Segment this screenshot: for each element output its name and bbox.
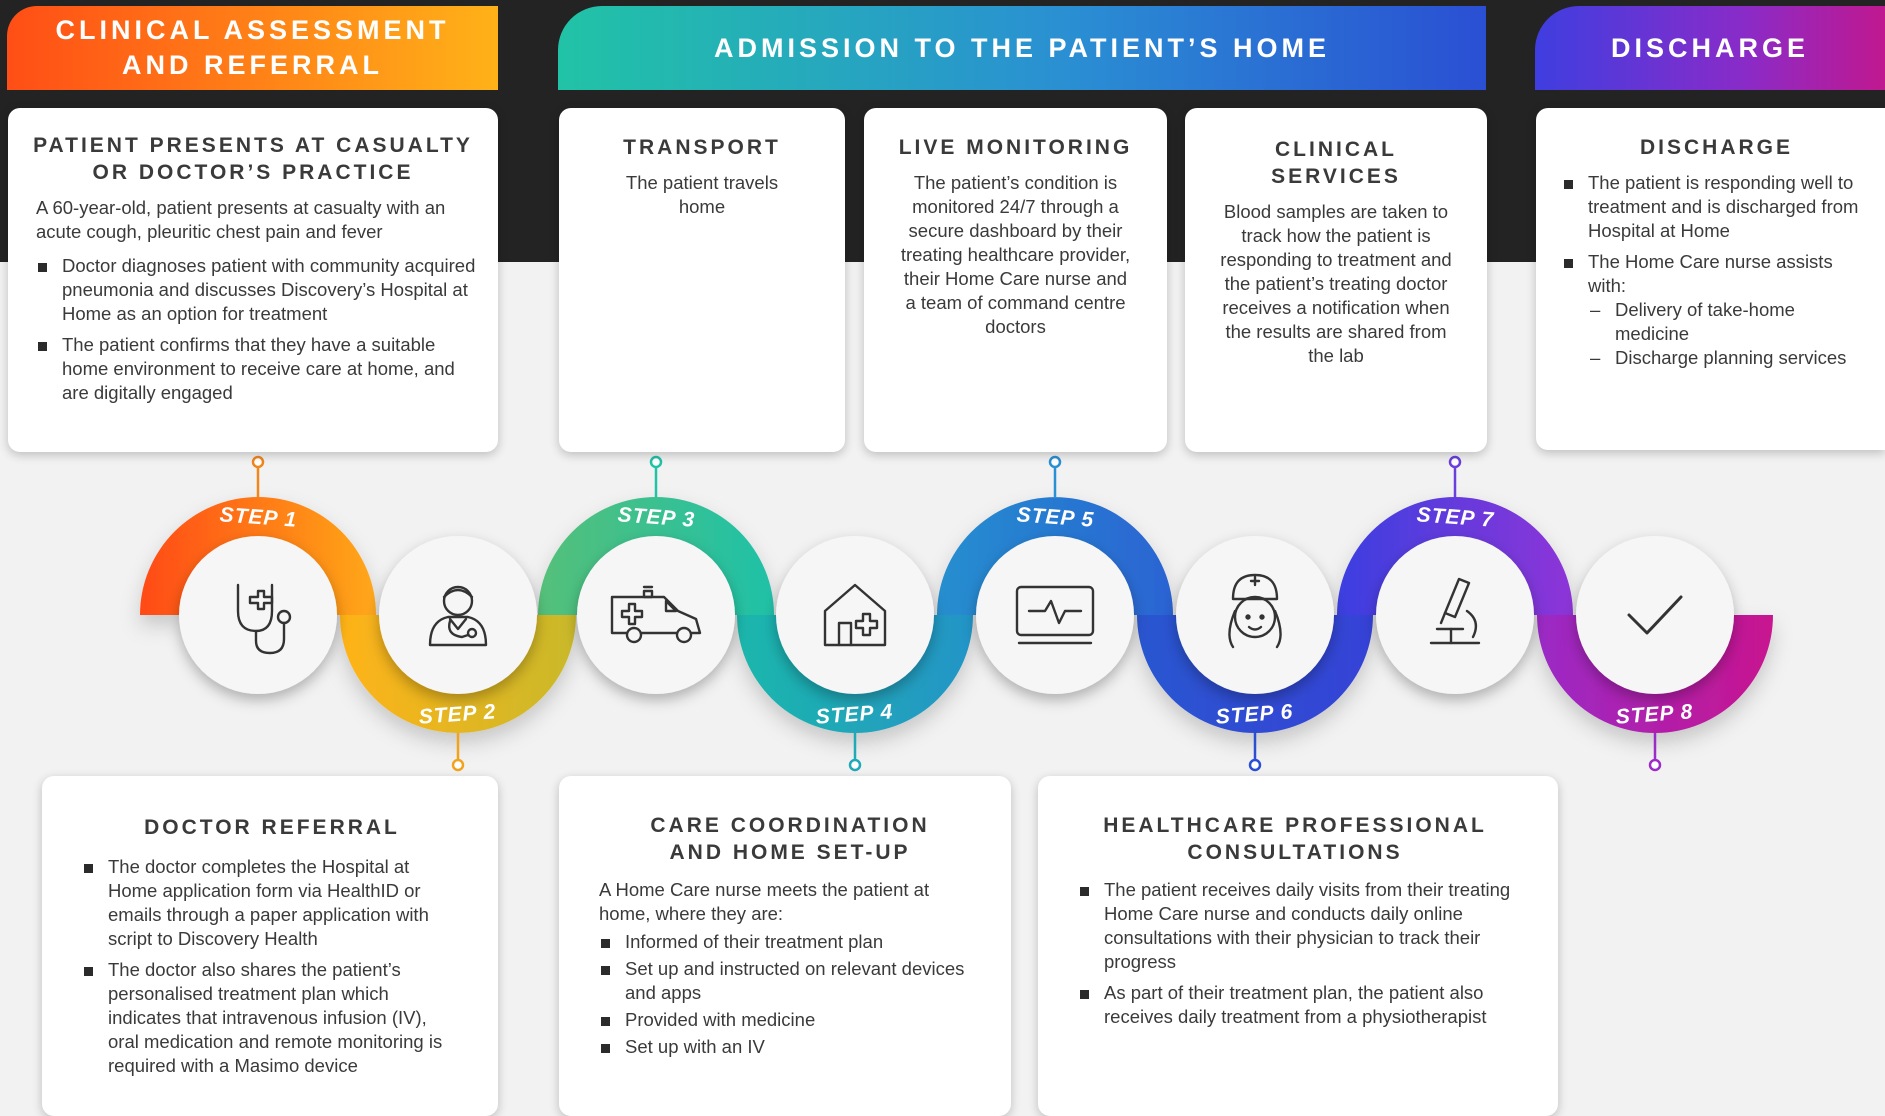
list-item: The patient is responding well to treatm… xyxy=(1562,171,1871,243)
card-text: The patient travels home xyxy=(625,172,779,217)
ambulance-icon xyxy=(577,536,735,694)
nurse-icon xyxy=(1176,536,1334,694)
monitor-icon xyxy=(976,536,1134,694)
list-item: The Home Care nurse assists with: Delive… xyxy=(1562,250,1871,370)
sub-list: Delivery of take-home medicine Discharge… xyxy=(1588,298,1871,370)
step-label: STEP 6 xyxy=(1215,700,1294,728)
step-label: STEP 3 xyxy=(617,503,696,531)
step-arc xyxy=(538,497,774,615)
home-care-icon xyxy=(776,536,934,694)
card-title: DOCTOR REFERRAL xyxy=(144,816,400,839)
card-care-coordination: CARE COORDINATION AND HOME SET-UP A Home… xyxy=(559,776,1011,1116)
list-item: Doctor diagnoses patient with community … xyxy=(36,254,476,326)
card-title: PATIENT PRESENTS AT CASUALTY OR DOCTOR’S… xyxy=(33,134,473,184)
connector-dot xyxy=(251,455,265,469)
step-arc xyxy=(1537,615,1773,733)
card-text: The patient’s condition is monitored 24/… xyxy=(900,172,1131,337)
doctor-icon xyxy=(379,536,537,694)
connector-dot xyxy=(1048,455,1062,469)
microscope-icon xyxy=(1376,536,1534,694)
step-arc xyxy=(937,497,1173,615)
checkmark-icon xyxy=(1576,536,1734,694)
card-title: CARE COORDINATION AND HOME SET-UP xyxy=(650,814,930,864)
card-intro: A 60-year-old, patient presents at casua… xyxy=(36,197,446,242)
step-label: STEP 5 xyxy=(1016,503,1095,531)
card-title: LIVE MONITORING xyxy=(898,136,1133,159)
card-intro: A Home Care nurse meets the patient at h… xyxy=(599,879,930,924)
card-text: Blood samples are taken to track how the… xyxy=(1220,201,1452,366)
step-arc xyxy=(1137,615,1373,733)
card-title: HEALTHCARE PROFESSIONAL CONSULTATIONS xyxy=(1103,814,1487,864)
clinical-assessment-title: CLINICAL ASSESSMENT AND REFERRAL xyxy=(55,15,450,80)
bullet-list: Doctor diagnoses patient with community … xyxy=(30,254,476,405)
bullet-list: The doctor completes the Hospital at Hom… xyxy=(82,855,462,1078)
list-item: Provided with medicine xyxy=(599,1008,981,1032)
connector-dot xyxy=(1248,758,1262,772)
card-title: TRANSPORT xyxy=(623,136,781,159)
clinical-assessment-header: CLINICAL ASSESSMENT AND REFERRAL xyxy=(7,6,498,90)
card-title: CLINICAL SERVICES xyxy=(1271,138,1401,188)
sub-list-item: Delivery of take-home medicine xyxy=(1588,298,1871,346)
card-patient-presents: PATIENT PRESENTS AT CASUALTY OR DOCTOR’S… xyxy=(8,108,498,452)
list-item: Set up and instructed on relevant device… xyxy=(599,957,981,1005)
stethoscope-icon xyxy=(179,536,337,694)
connector-dot xyxy=(451,758,465,772)
card-live-monitoring: LIVE MONITORING The patient’s condition … xyxy=(864,108,1167,452)
step-arc xyxy=(340,615,576,733)
step-label: STEP 2 xyxy=(418,700,497,728)
card-healthcare-consultations: HEALTHCARE PROFESSIONAL CONSULTATIONS Th… xyxy=(1038,776,1558,1116)
list-item: As part of their treatment plan, the pat… xyxy=(1078,981,1512,1029)
step-label: STEP 7 xyxy=(1416,503,1495,531)
list-item: The doctor completes the Hospital at Hom… xyxy=(82,855,462,951)
connector-dot xyxy=(1448,455,1462,469)
card-transport: TRANSPORT The patient travels home xyxy=(559,108,845,452)
list-item: The patient receives daily visits from t… xyxy=(1078,878,1512,974)
card-doctor-referral: DOCTOR REFERRAL The doctor completes the… xyxy=(42,776,498,1116)
discharge-header: DISCHARGE xyxy=(1535,6,1885,90)
admission-title: ADMISSION TO THE PATIENT’S HOME xyxy=(713,32,1331,63)
bullet-list: The patient receives daily visits from t… xyxy=(1078,878,1512,1029)
step-arc xyxy=(1337,497,1573,615)
bullet-list: The patient is responding well to treatm… xyxy=(1562,171,1871,370)
list-item: Set up with an IV xyxy=(599,1035,981,1059)
discharge-header-title: DISCHARGE xyxy=(1610,32,1809,63)
bullet-list: Informed of their treatment plan Set up … xyxy=(599,930,981,1059)
list-item-text: The Home Care nurse assists with: xyxy=(1588,251,1833,296)
step-label: STEP 4 xyxy=(815,700,894,728)
card-title: DISCHARGE xyxy=(1639,136,1793,159)
card-clinical-services: CLINICAL SERVICES Blood samples are take… xyxy=(1185,108,1487,452)
step-label: STEP 8 xyxy=(1615,700,1694,728)
connector-dot xyxy=(848,758,862,772)
list-item: The patient confirms that they have a su… xyxy=(36,333,476,405)
list-item: The doctor also shares the patient’s per… xyxy=(82,958,462,1078)
sub-list-item: Discharge planning services xyxy=(1588,346,1871,370)
connector-dot xyxy=(1648,758,1662,772)
list-item: Informed of their treatment plan xyxy=(599,930,981,954)
step-arc xyxy=(737,615,973,733)
step-arc xyxy=(140,497,376,615)
step-label: STEP 1 xyxy=(219,503,298,531)
admission-header: ADMISSION TO THE PATIENT’S HOME xyxy=(558,6,1486,90)
connector-dot xyxy=(649,455,663,469)
card-discharge: DISCHARGE The patient is responding well… xyxy=(1536,108,1885,450)
